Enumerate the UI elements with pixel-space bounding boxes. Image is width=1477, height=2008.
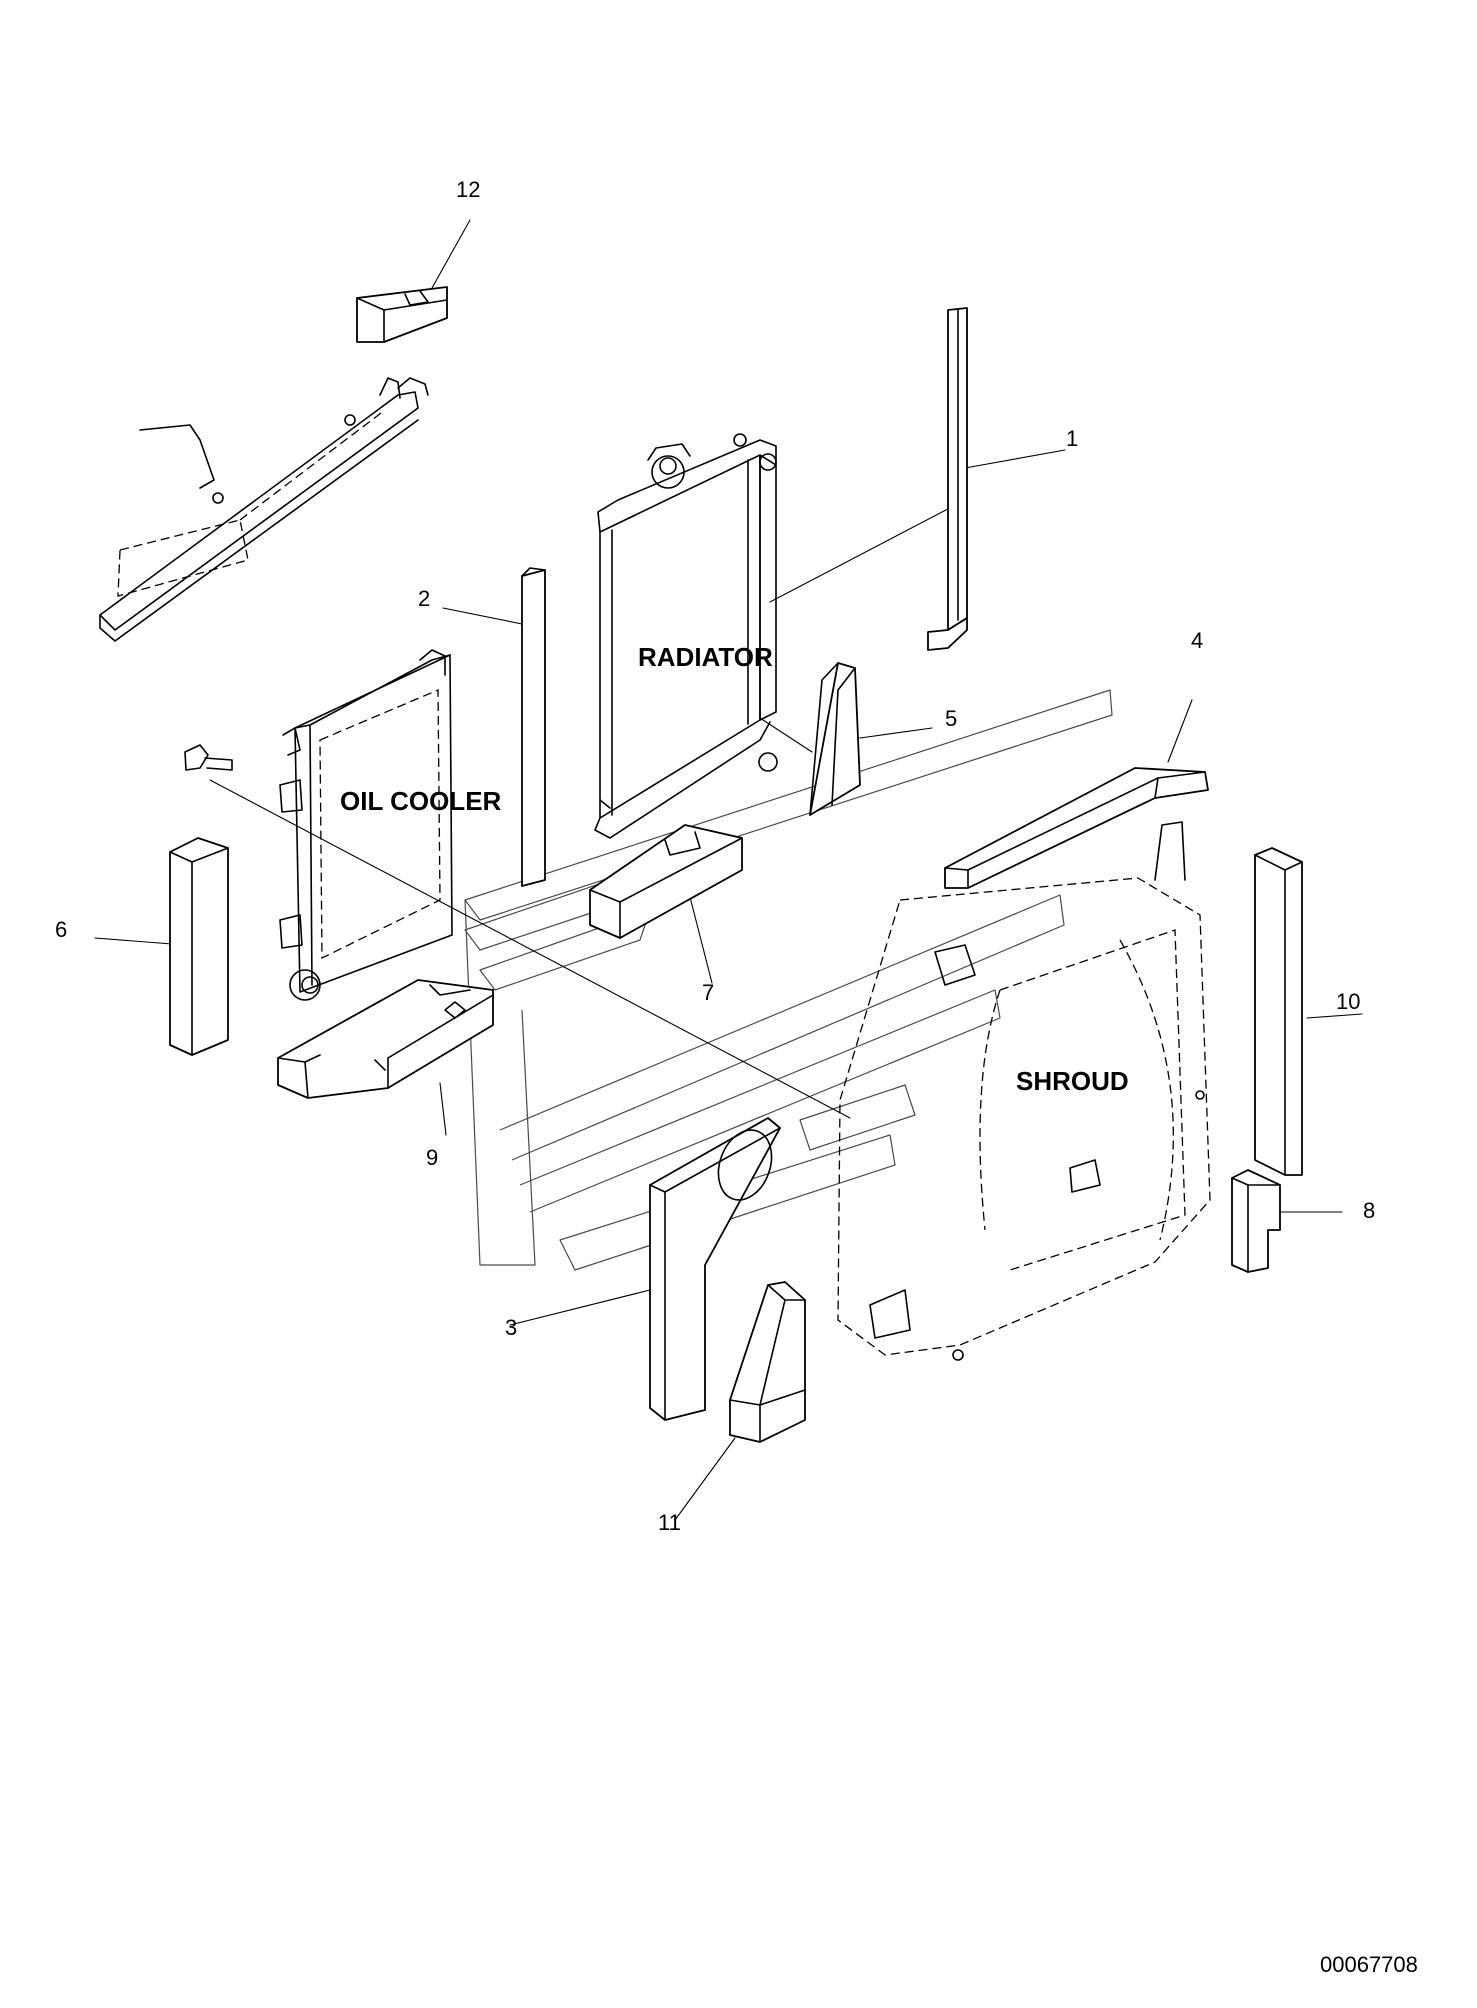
callout-11: 11 [658,1510,681,1535]
label-oil-cooler: OIL COOLER [340,786,502,816]
callout-7: 7 [702,980,714,1005]
oil-cooler [279,649,453,1001]
callout-2: 2 [418,586,430,611]
callout-1: 1 [1066,426,1078,451]
callout-6: 6 [55,917,67,942]
callout-10: 10 [1336,989,1360,1014]
part-3-panel [649,1117,781,1421]
label-shroud: SHROUD [1016,1066,1129,1096]
callout-12: 12 [456,177,480,202]
leader-lines [94,219,1363,1521]
callout-5: 5 [945,706,957,731]
part-1-strip [927,307,968,651]
part-8-block [1231,1169,1281,1273]
drawing-number: 00067708 [1320,1952,1418,1977]
part-6-block [169,837,229,1056]
part-4-bar [944,767,1209,889]
callout-3: 3 [505,1315,517,1340]
bolt [184,744,233,771]
callout-4: 4 [1191,628,1203,653]
part-2-strip [521,567,546,887]
part-9-block [277,979,494,1099]
part-12-block [356,286,448,343]
watermark-logo [464,689,1113,1271]
callout-8: 8 [1363,1198,1375,1223]
component-labels: RADIATOR OIL COOLER SHROUD [340,642,1129,1096]
callouts: 1 2 3 4 5 6 7 8 9 10 11 12 [55,177,1375,1535]
radiator [594,433,778,839]
shroud [837,821,1211,1361]
part-5-wedge [809,662,861,816]
part-10-strip [1254,847,1303,1176]
callout-9: 9 [426,1145,438,1170]
upper-bracket [99,377,429,642]
part-7-block [589,824,743,939]
label-radiator: RADIATOR [638,642,773,672]
part-11-wedge [729,1281,806,1443]
